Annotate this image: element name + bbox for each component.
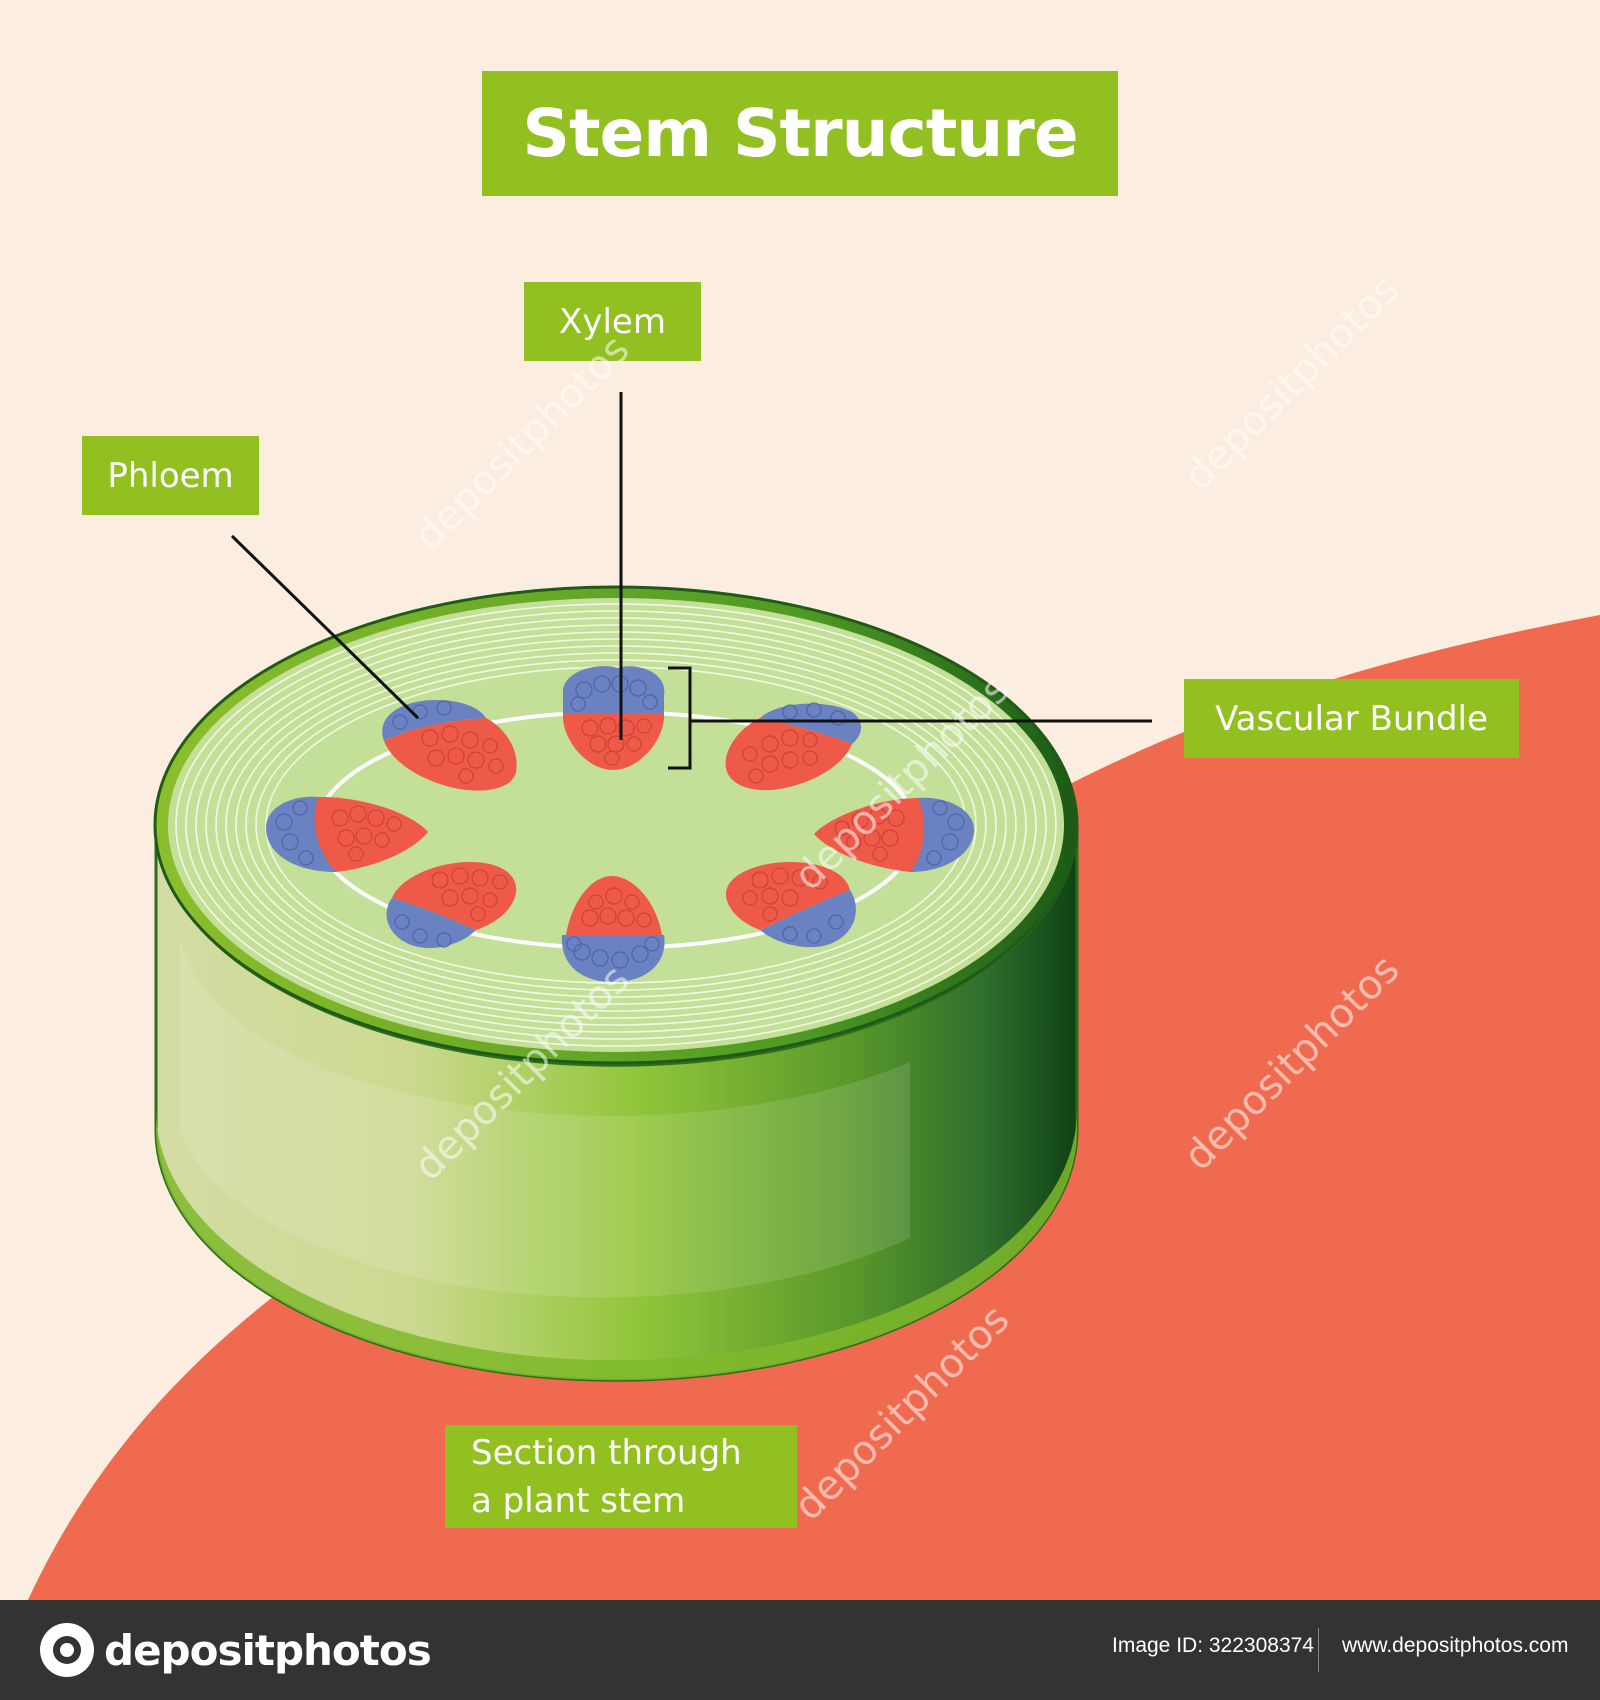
section-caption-line-1: Section through bbox=[471, 1432, 742, 1473]
cortex-rings bbox=[175, 603, 1057, 1047]
vascular-bundle-upper-right bbox=[725, 703, 862, 791]
footer-logo[interactable]: depositphotos bbox=[40, 1622, 432, 1678]
vascular-bundle-label: Vascular Bundle bbox=[1184, 679, 1519, 758]
phloem-cells bbox=[760, 703, 862, 744]
phloem-label: Phloem bbox=[82, 436, 259, 515]
page-title: Stem Structure bbox=[482, 71, 1118, 196]
footer-bar: depositphotos Image ID: 322308374 www.de… bbox=[0, 1600, 1600, 1700]
xylem-label: Xylem bbox=[524, 282, 701, 361]
footer-url-link[interactable]: www.depositphotos.com bbox=[1342, 1634, 1569, 1657]
footer-brand: depositphotos bbox=[104, 1625, 432, 1675]
camera-icon bbox=[40, 1623, 94, 1677]
image-id: Image ID: 322308374 bbox=[1112, 1634, 1314, 1657]
phloem-pointer-line bbox=[230, 534, 420, 720]
xylem-cells bbox=[384, 718, 517, 791]
phloem-cells bbox=[910, 797, 974, 872]
xylem-cells bbox=[566, 876, 662, 935]
xylem-cells bbox=[725, 718, 852, 791]
vascular-bundle-lower-right bbox=[725, 862, 856, 948]
stem-side-highlight bbox=[180, 930, 910, 1298]
section-caption-line-2: a plant stem bbox=[471, 1480, 686, 1521]
phloem-cells bbox=[386, 898, 476, 949]
phloem-cells bbox=[760, 890, 856, 948]
pointer-lines bbox=[230, 392, 1152, 770]
footer-divider bbox=[1318, 1628, 1319, 1672]
xylem-cells bbox=[814, 798, 925, 872]
vascular-bundle-bracket bbox=[668, 666, 692, 770]
section-caption: Section through a plant stem bbox=[445, 1425, 797, 1528]
cell-texture bbox=[331, 717, 905, 928]
xylem-cells bbox=[562, 713, 665, 770]
vascular-bundle-right bbox=[814, 797, 974, 872]
xylem-cells bbox=[725, 862, 850, 930]
